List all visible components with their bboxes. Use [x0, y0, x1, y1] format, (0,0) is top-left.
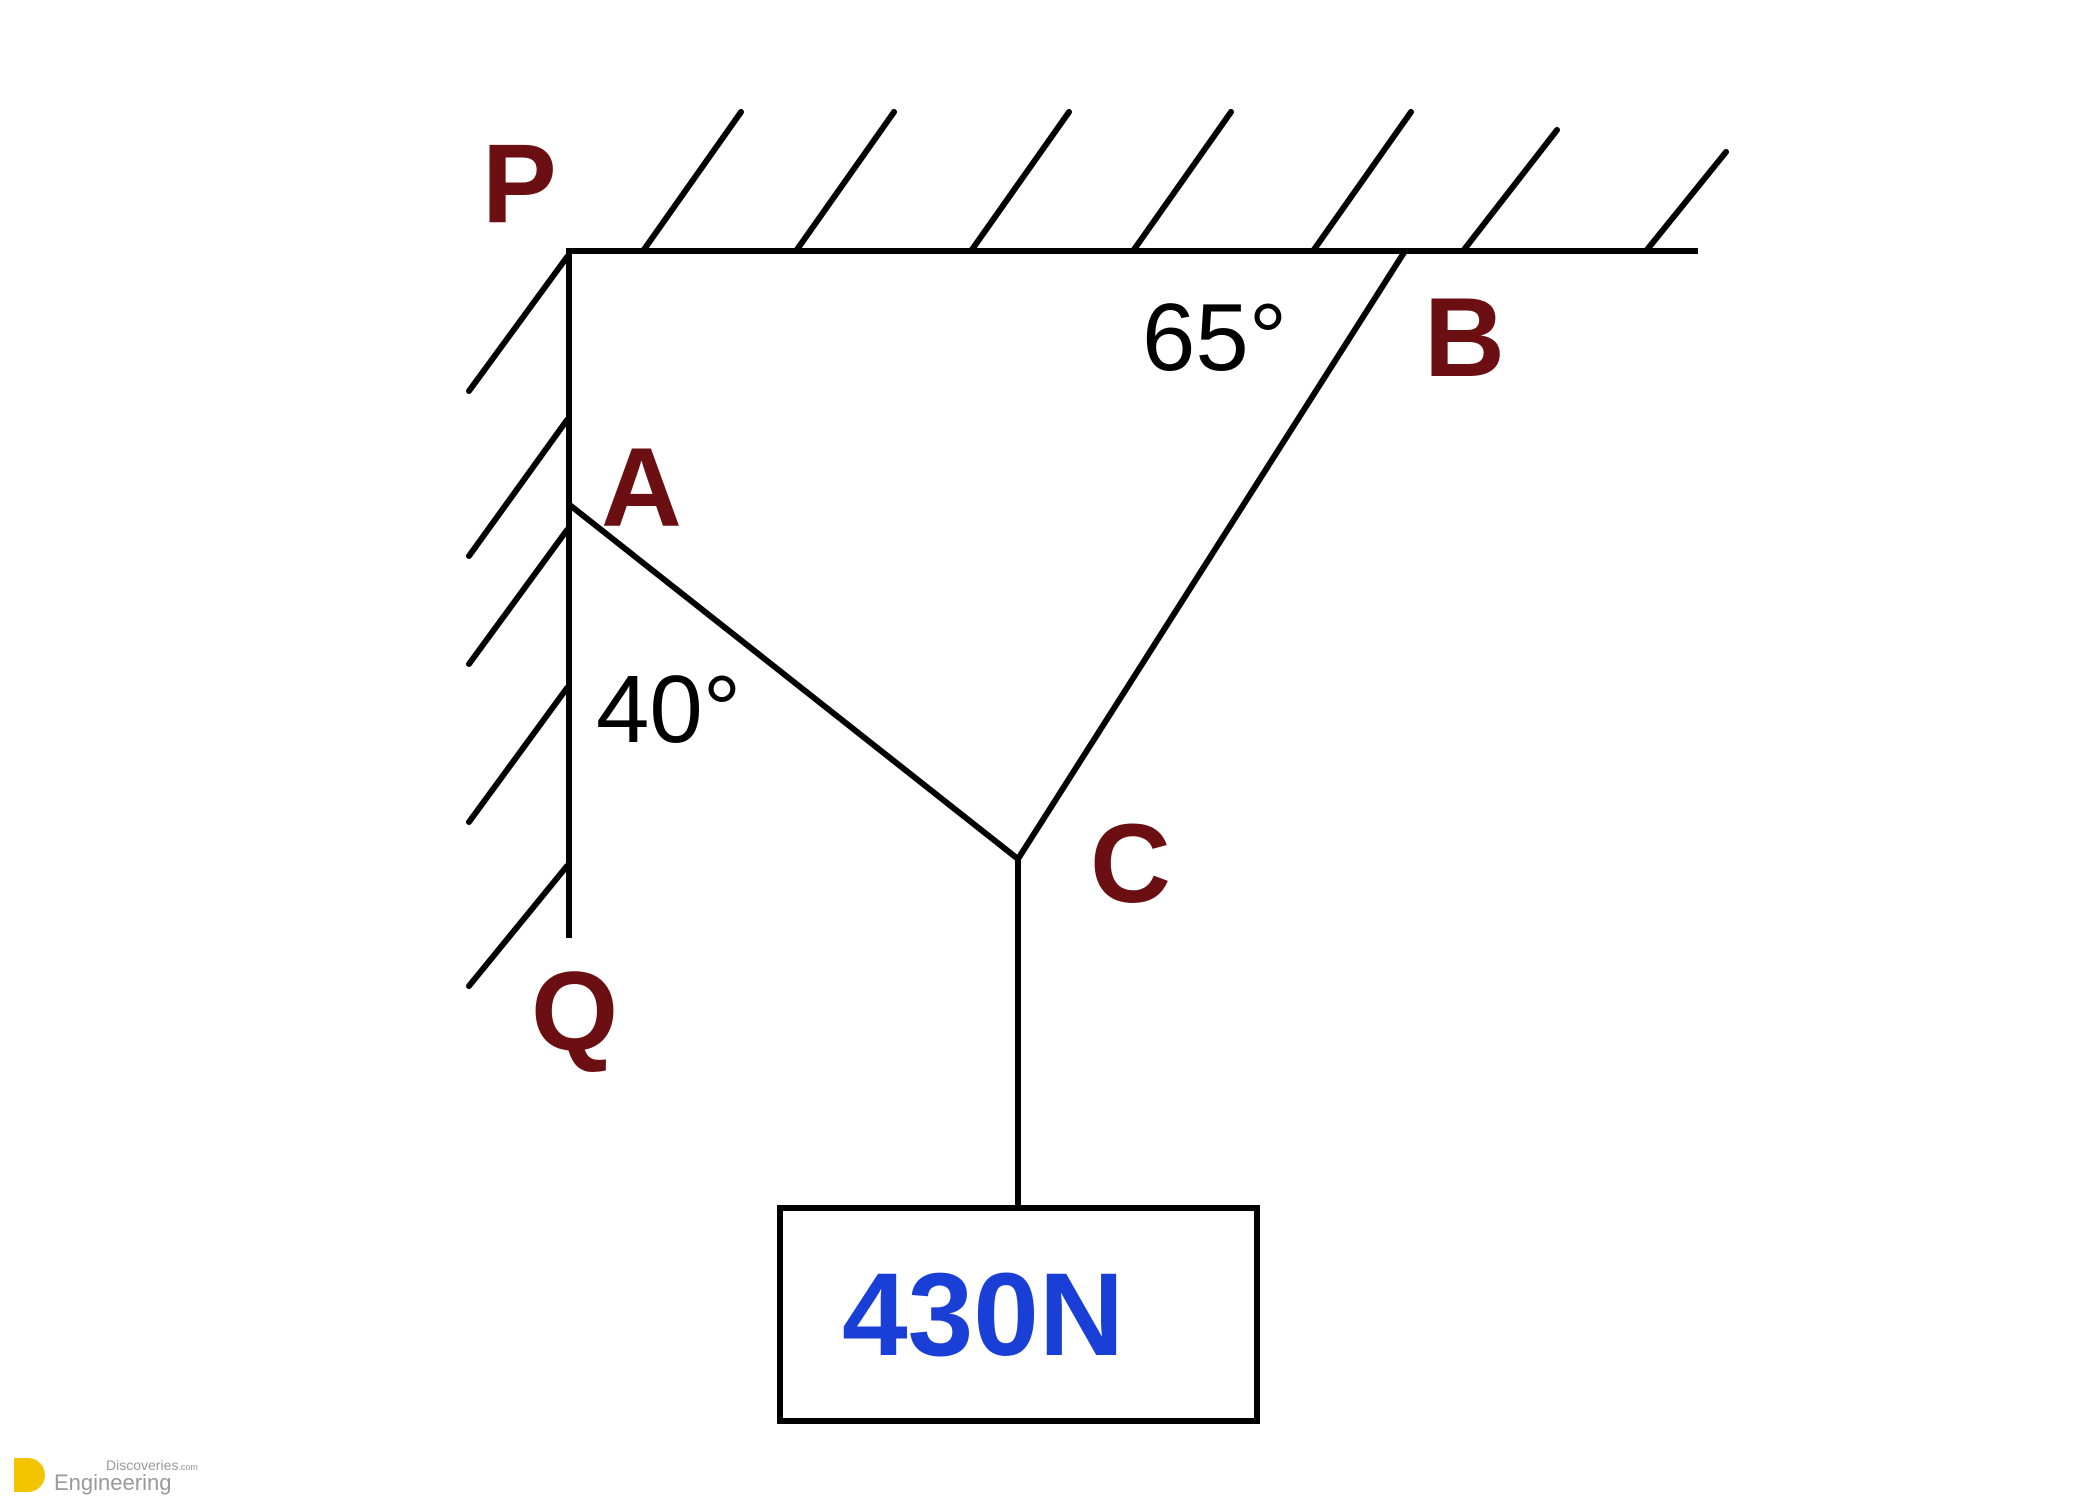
label-q: Q: [531, 949, 618, 1074]
label-b: B: [1424, 275, 1505, 400]
wall-hatching: [466, 254, 570, 989]
load-box: [777, 1205, 1260, 1424]
angle-label-a: 40°: [596, 656, 741, 763]
load-value: 430N: [842, 1249, 1124, 1381]
logo-icon: [14, 1458, 45, 1492]
cable-bc: [1015, 248, 1408, 862]
ceiling-hatching: [640, 109, 1729, 254]
cable-ac: [568, 503, 1021, 862]
label-a: A: [601, 425, 682, 550]
watermark-line1: Discoveries.com: [106, 1457, 198, 1473]
label-c: C: [1090, 801, 1171, 926]
label-p: P: [482, 121, 557, 246]
watermark-line2: Engineering: [54, 1470, 171, 1495]
watermark-logo: Discoveries.com Engineering: [14, 1457, 198, 1495]
angle-label-b: 65°: [1142, 284, 1287, 391]
